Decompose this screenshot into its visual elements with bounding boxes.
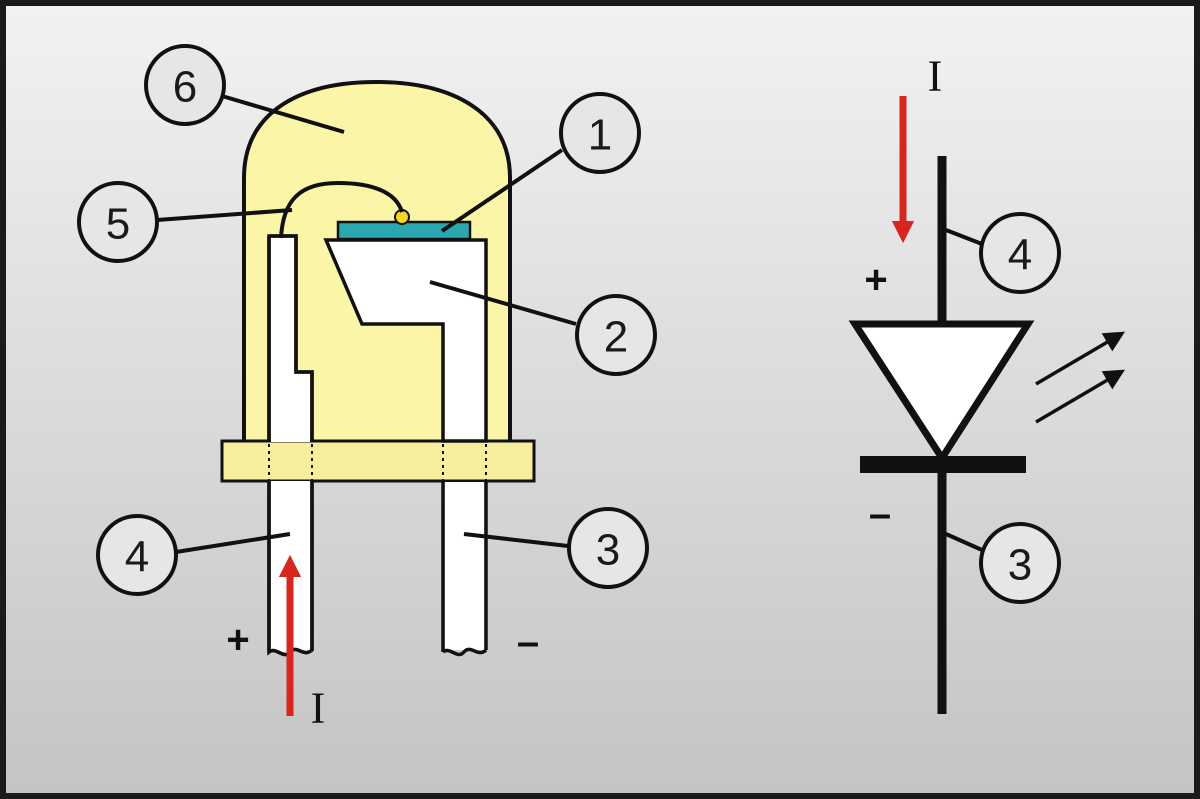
callout-anode: 4 — [96, 514, 178, 596]
leader-anode — [175, 532, 291, 554]
symbol-current-label: I — [928, 52, 943, 101]
led-physical — [220, 79, 536, 716]
symbol-callout-cathode: 3 — [979, 522, 1061, 604]
light-rays-icon — [1035, 331, 1126, 424]
anode-lead-fill — [271, 238, 294, 442]
leader-chip — [440, 148, 564, 233]
callout-lens: 6 — [144, 44, 226, 126]
physical-leader-lines — [156, 94, 577, 554]
callout-chip-label: 1 — [588, 111, 612, 160]
callout-lens-label: 6 — [173, 63, 197, 112]
symbol-callout-cathode-label: 3 — [1008, 541, 1032, 590]
symbol-minus-sign: – — [869, 492, 891, 536]
callout-chip: 1 — [559, 92, 641, 174]
diode-triangle — [848, 320, 1035, 465]
callout-wire-label: 5 — [106, 200, 130, 249]
cathode-reflector-cup — [323, 238, 488, 443]
leader-cathode — [463, 532, 569, 548]
cathode-lead-lower-fill — [445, 482, 484, 650]
anode-lead-step-fill — [294, 374, 310, 442]
rim-lead-guides — [268, 444, 487, 480]
diode-cathode-bar — [860, 456, 1026, 473]
symbol-callout-anode: 4 — [979, 212, 1061, 294]
base-rim — [220, 439, 536, 483]
symbol-leader-lines — [945, 228, 983, 552]
symbol-plus-sign: + — [864, 258, 887, 302]
callout-anode-label: 4 — [125, 533, 149, 582]
callout-wire: 5 — [77, 181, 159, 263]
callout-cup-label: 2 — [604, 313, 628, 362]
physical-current-label: I — [311, 684, 326, 733]
callout-cathode-label: 3 — [596, 526, 620, 575]
callout-cup: 2 — [575, 294, 657, 376]
leader-lens — [221, 94, 345, 134]
leader-wire — [156, 208, 293, 222]
callout-cathode: 3 — [567, 507, 649, 589]
cathode-lead-outline — [441, 481, 488, 657]
led-symbol — [848, 96, 1126, 714]
leader-cup — [429, 280, 577, 326]
bond-ball — [394, 209, 410, 225]
anode-plus-sign: + — [226, 618, 249, 662]
symbol-callout-anode-label: 4 — [1008, 231, 1032, 280]
cathode-minus-sign: – — [517, 620, 539, 664]
anode-lead-outline — [267, 234, 314, 657]
